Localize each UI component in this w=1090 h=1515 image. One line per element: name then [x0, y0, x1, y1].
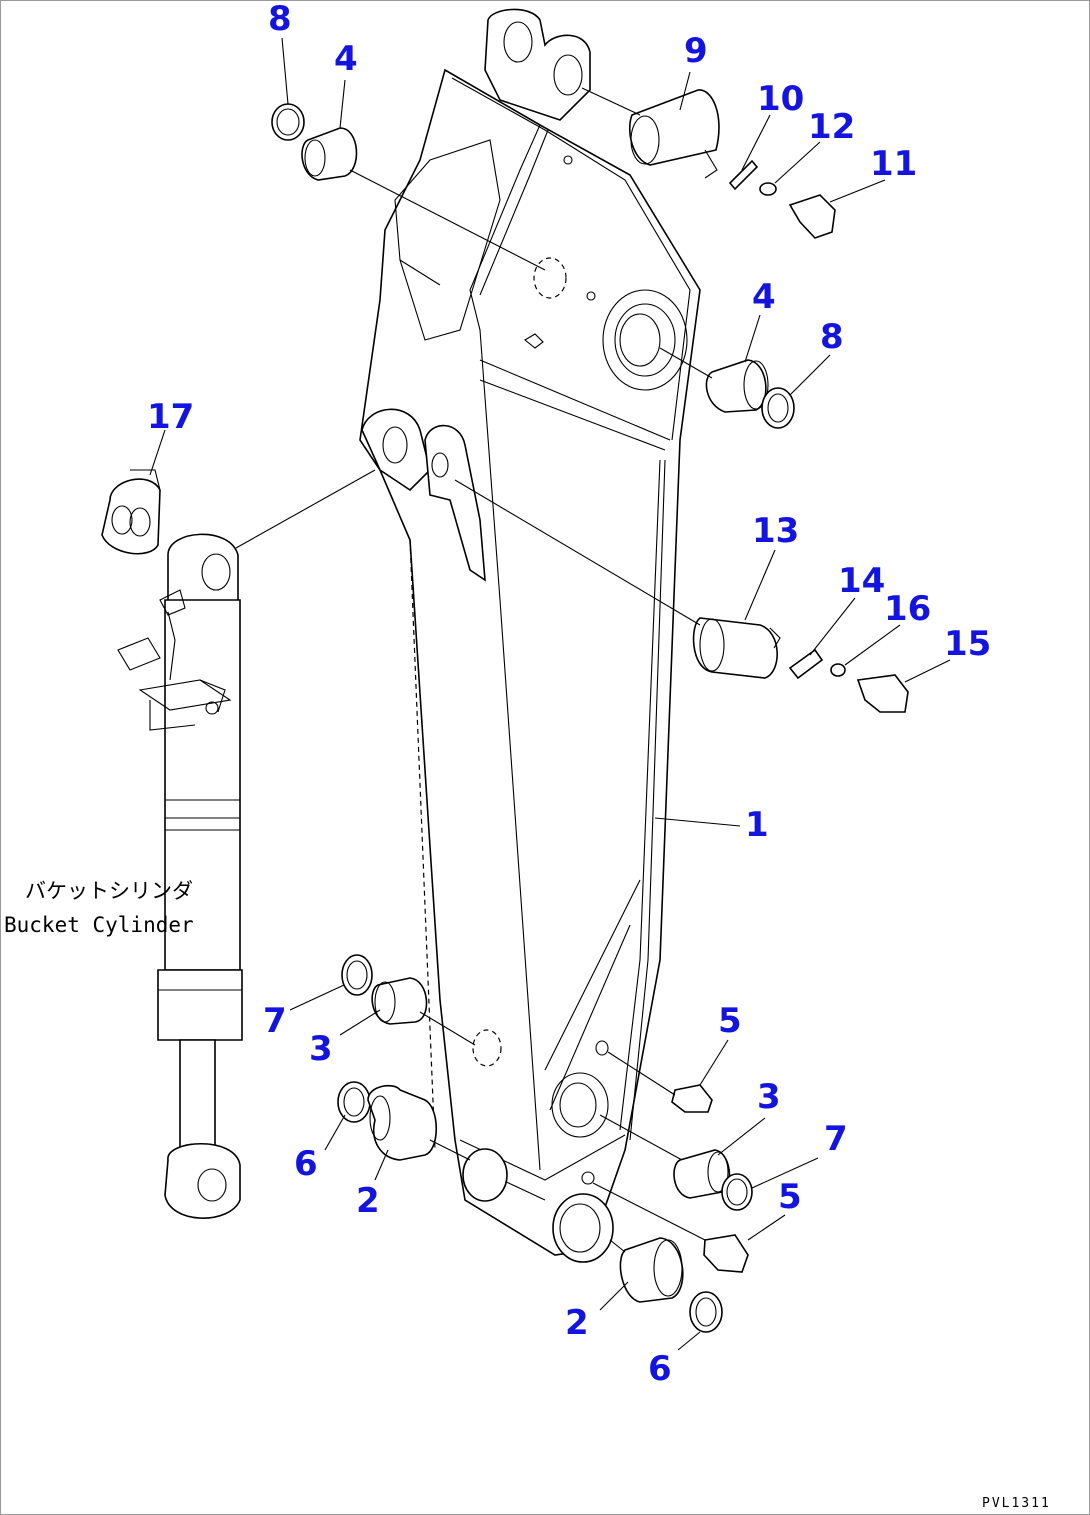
callout-8-right: 8 [820, 317, 844, 357]
part-17-plates [101, 469, 161, 555]
leader-lines [149, 37, 951, 1351]
cylinder-label-en: Bucket Cylinder [4, 913, 194, 937]
callout-16: 16 [884, 589, 931, 629]
callout-8-upper-left: 8 [268, 0, 292, 39]
callout-6-left: 6 [294, 1144, 318, 1184]
callout-11: 11 [870, 144, 917, 184]
callout-14: 14 [838, 561, 885, 601]
pin-group-middle [692, 617, 909, 713]
callout-5-upper: 5 [718, 1001, 742, 1041]
callout-9: 9 [684, 31, 708, 71]
drawing-code: PVL1311 [982, 1496, 1051, 1511]
callout-5-lower: 5 [778, 1177, 802, 1217]
cylinder-label-jp: バケットシリンダ [25, 879, 193, 903]
bushings-lower-left [337, 954, 437, 1161]
callout-10: 10 [757, 79, 804, 119]
arm-body [359, 8, 701, 1263]
callout-3-right: 3 [757, 1077, 781, 1117]
callout-6-right: 6 [648, 1349, 672, 1389]
callout-2-right: 2 [565, 1303, 589, 1343]
callout-12: 12 [808, 107, 855, 147]
callout-2-left: 2 [356, 1181, 380, 1221]
callouts: 8 4 9 10 12 11 4 8 17 13 14 16 15 1 7 3 … [147, 0, 991, 1389]
callout-3-left: 3 [309, 1029, 333, 1069]
parts-lower-right [619, 1084, 753, 1333]
callout-4-upper-left: 4 [334, 39, 358, 79]
callout-17: 17 [147, 397, 194, 437]
bushings-upper-left [271, 103, 358, 181]
callout-1: 1 [745, 805, 769, 845]
bushings-right [705, 359, 795, 429]
callout-13: 13 [752, 511, 799, 551]
callout-4-right: 4 [752, 277, 776, 317]
pin-group-upper [628, 89, 836, 239]
bucket-cylinder [117, 533, 243, 1219]
callout-15: 15 [944, 624, 991, 664]
callout-7-left: 7 [263, 1001, 287, 1041]
callout-7-right: 7 [824, 1119, 848, 1159]
